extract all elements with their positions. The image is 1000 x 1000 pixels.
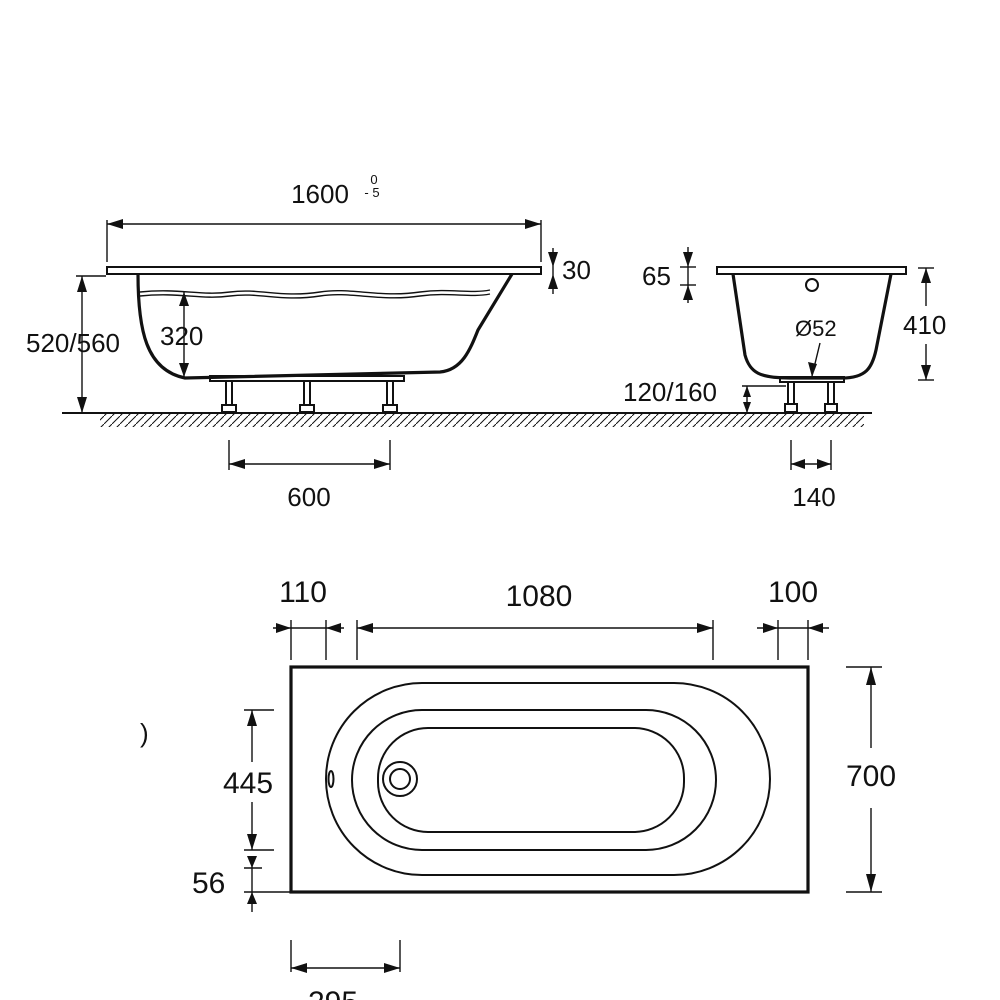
dim-width-label: 700	[846, 760, 896, 793]
side-tub-body	[136, 273, 514, 380]
drain-outer	[382, 761, 418, 797]
top-rim-contour	[325, 682, 771, 876]
dim-end-height-label: 410	[903, 310, 946, 340]
top-view: 110 1080 100 700 445	[140, 576, 896, 1000]
top-outline	[289, 665, 810, 894]
dim-right-offset-label: 100	[768, 576, 818, 609]
side-rim	[106, 266, 542, 275]
top-basin-inner	[377, 727, 685, 833]
end-foot	[824, 381, 838, 413]
end-foot	[784, 381, 798, 413]
dim-rim-depth-label: 65	[642, 261, 671, 291]
dim-bottom-offset-label: 56	[192, 867, 225, 900]
dim-foot-spacing-label: 600	[287, 482, 330, 512]
dim-height-label: 520/560	[26, 328, 120, 358]
top-basin-outer	[351, 709, 717, 851]
cut-off-label: )	[140, 718, 149, 748]
side-foot	[221, 380, 237, 413]
dim-rim-label: 30	[562, 255, 591, 285]
dim-inner-width-label: 445	[223, 767, 273, 800]
overflow-marker	[327, 770, 335, 788]
overflow-hole	[805, 278, 819, 292]
dim-foot-height-label: 120/160	[623, 377, 717, 407]
side-foot	[299, 380, 315, 413]
dim-length-label: 1600	[291, 179, 349, 209]
dim-basin-length-label: 1080	[506, 580, 573, 613]
dim-left-offset-label: 110	[279, 576, 327, 609]
side-foot	[382, 380, 398, 413]
dim-length-tol-upper: 0	[370, 172, 377, 187]
end-rim	[716, 266, 907, 275]
dim-depth-label: 320	[160, 321, 203, 351]
dim-end-foot-spacing-label: 140	[792, 482, 835, 512]
floor-line	[62, 412, 872, 427]
dim-length-tol-lower: - 5	[364, 185, 379, 200]
water-line	[139, 289, 491, 295]
drain-inner	[389, 768, 411, 790]
dim-drain-offset-label: 295	[308, 986, 358, 1000]
side-view: 1600 0 - 5 30 520/560 320 600	[26, 172, 591, 512]
end-view: 65 410 Ø52 120/160 140	[623, 247, 952, 512]
dim-drain-label: Ø52	[795, 316, 837, 341]
